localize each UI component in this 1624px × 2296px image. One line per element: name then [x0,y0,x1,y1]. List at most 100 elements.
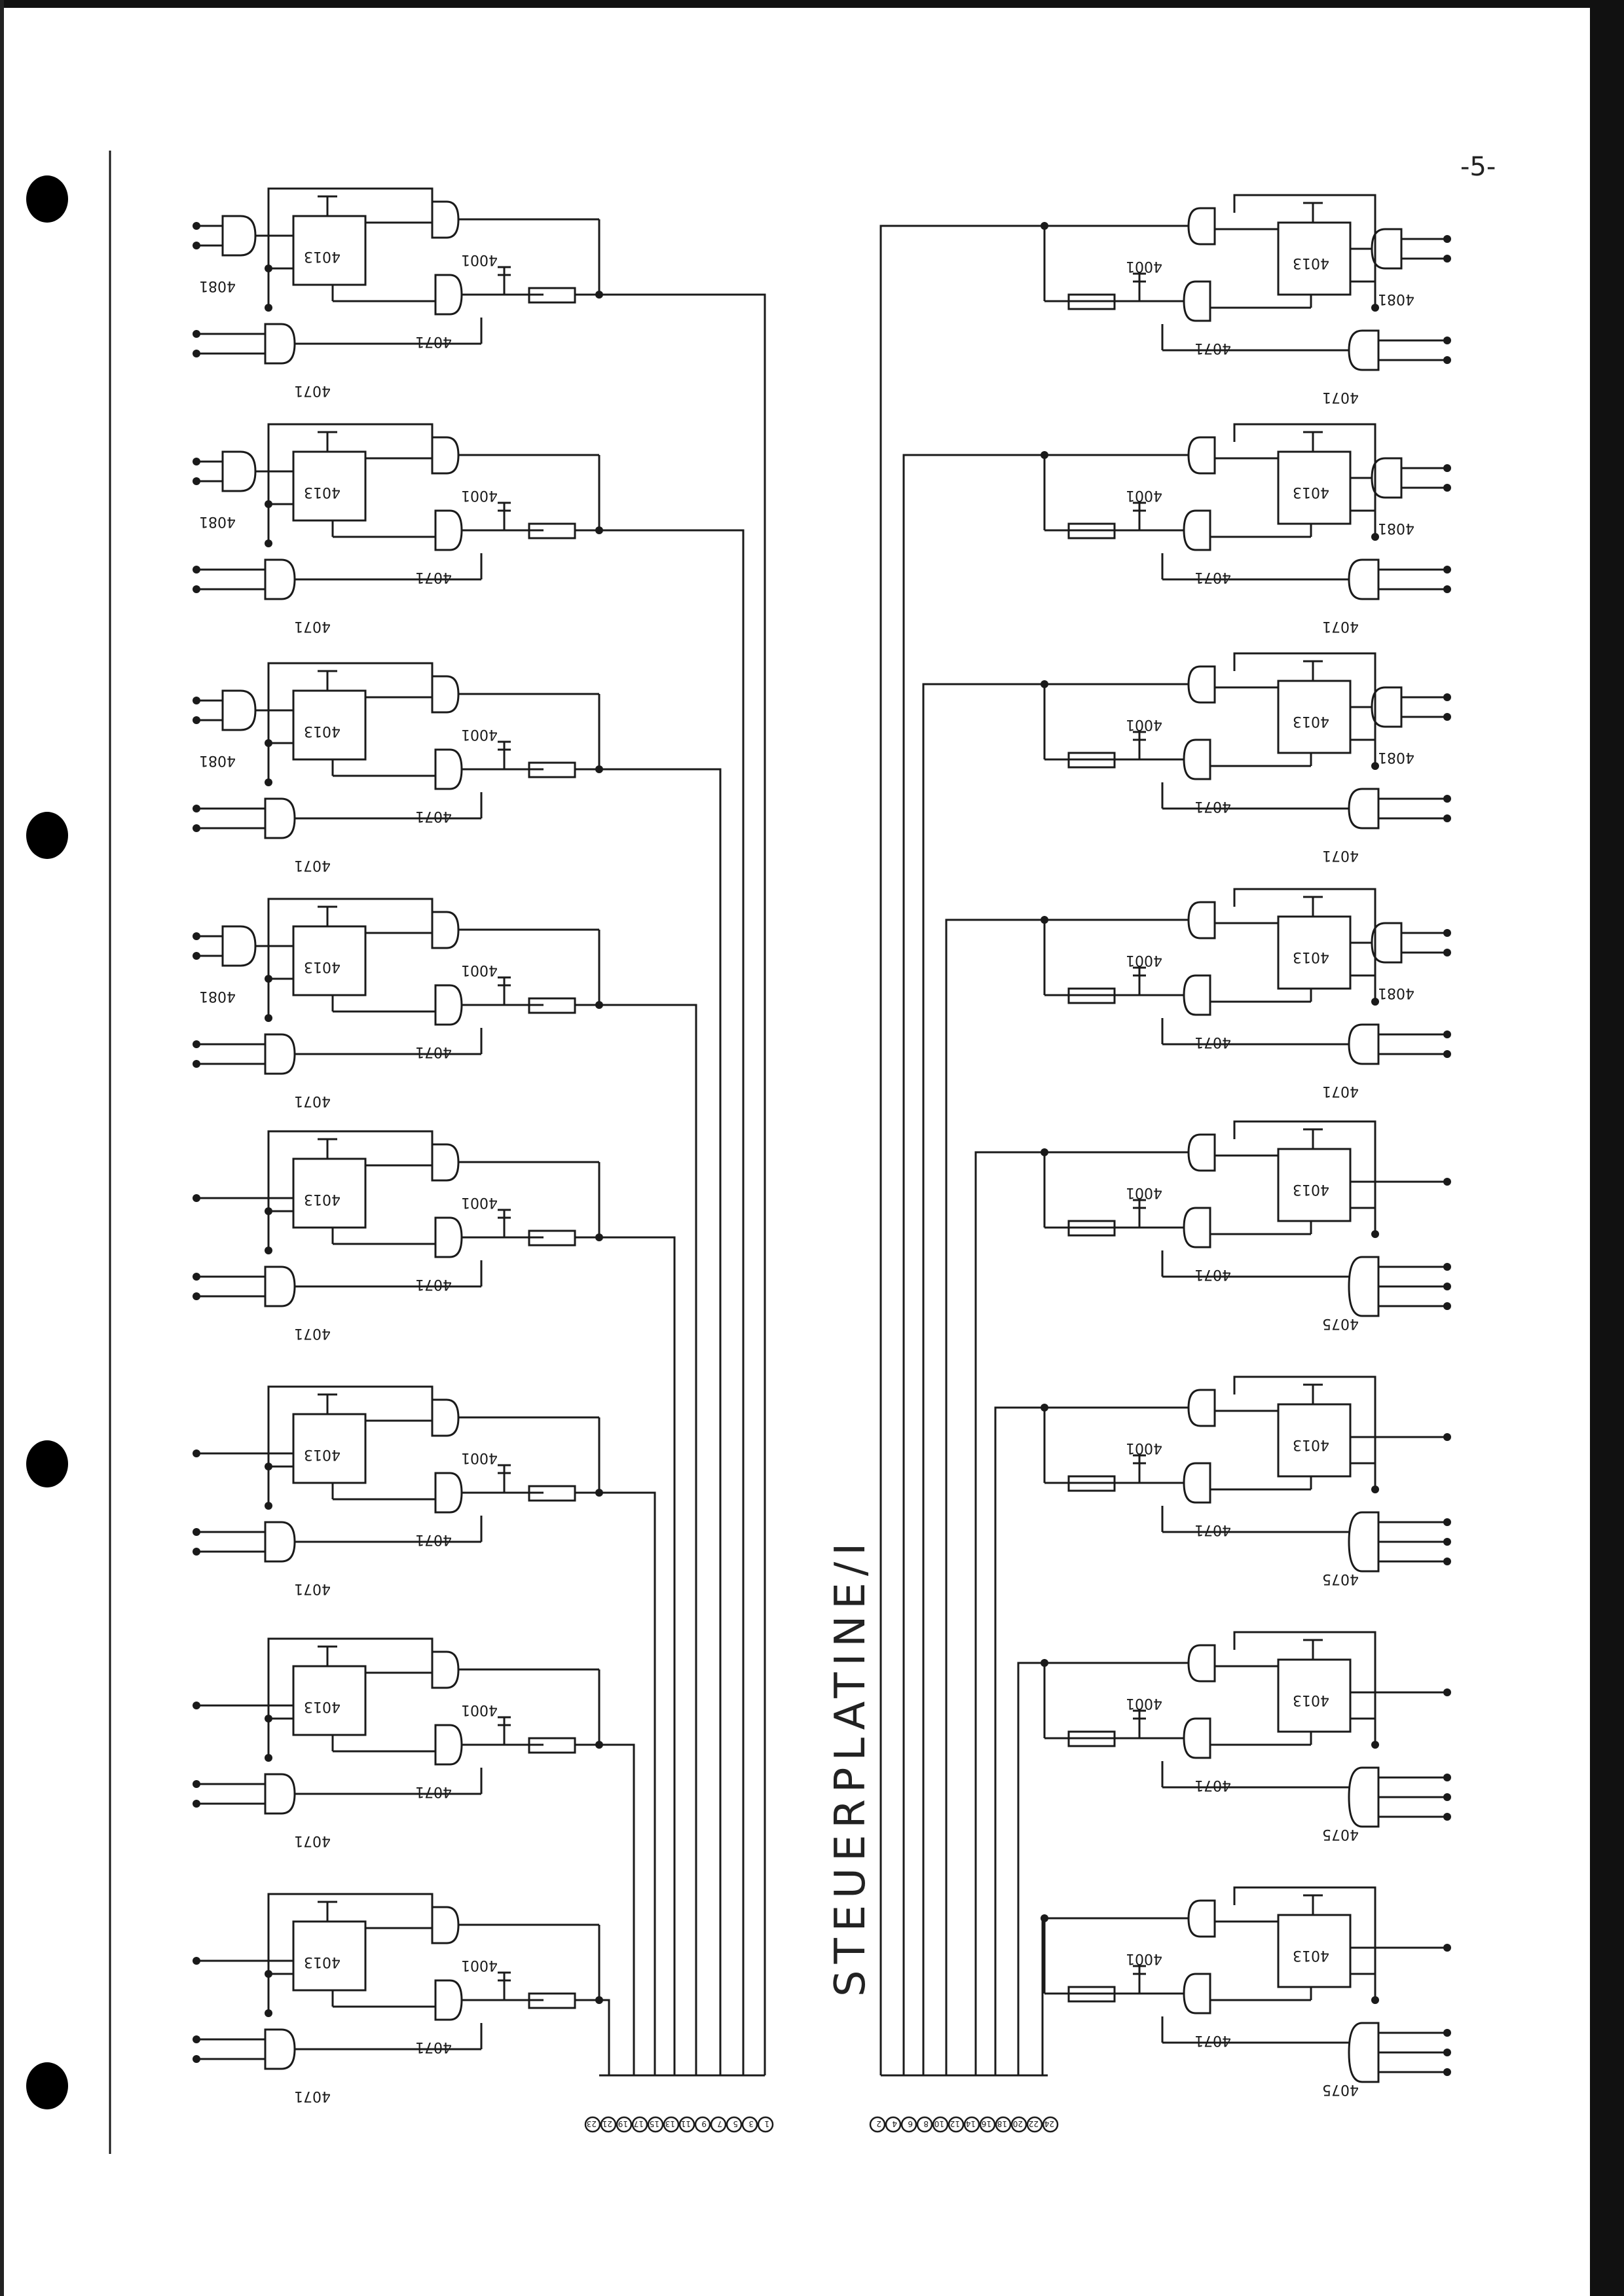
wire [267,187,434,272]
junction-dot [193,716,200,724]
chip-number: 4001 [461,962,498,978]
punch-hole-4 [26,2062,68,2109]
nor-gate [1187,207,1216,246]
and-gate [434,1724,463,1766]
junction-dot [193,932,200,940]
wire [945,919,1044,2075]
terminal-left-13: 13 [663,2116,680,2133]
terminal-number: 23 [587,2119,597,2128]
chip-number: 4013 [1293,1436,1329,1453]
chip-number: 4081 [199,513,236,530]
input-gate [264,558,296,600]
nor-gate [431,200,460,239]
chip-number: 4001 [461,1194,498,1211]
terminal-number: 1 [764,2119,769,2128]
chip-number: 4071 [1322,389,1359,405]
wire [974,1151,1044,2075]
junction-dot [193,1800,200,1808]
junction-dot [265,1502,272,1510]
chip-number: 4071 [1194,1777,1231,1793]
nor-gate [1187,1389,1216,1427]
terminal-circle [663,2116,680,2133]
junction-dot [265,1754,272,1762]
flipflop-box [1277,1403,1352,1478]
junction-dot [193,566,200,574]
chip-number: 4071 [294,1093,331,1109]
chip-number: 4071 [294,857,331,873]
or-gate [1371,228,1403,270]
wire [1233,1631,1376,1722]
terminal-right-16: 16 [979,2116,996,2133]
nor-gate [1187,1644,1216,1683]
wire [599,1999,610,2075]
wire [1233,652,1376,743]
junction-dot [1371,998,1379,1006]
terminal-left-9: 9 [694,2116,711,2133]
junction-dot [1443,2029,1451,2037]
input-gate [1348,2022,1380,2083]
terminal-circle [995,2116,1012,2133]
junction-dot [1443,2049,1451,2056]
and-gate [434,1472,463,1514]
terminal-circle [647,2116,664,2133]
terminal-left-17: 17 [631,2116,648,2133]
junction-dot [1443,566,1451,574]
terminal-right-4: 4 [885,2116,902,2133]
terminal-number: 13 [665,2119,675,2128]
and-gate [434,1216,463,1258]
chip-number: 4013 [304,484,341,500]
wire [1017,1662,1044,2075]
terminal-number: 12 [950,2119,960,2128]
junction-dot [1443,1944,1451,1952]
flipflop-box [292,1665,367,1736]
junction-dot [1443,1433,1451,1441]
wire [1041,1917,1044,2075]
chip-number: 4071 [415,808,452,824]
junction-dot [1443,1302,1451,1310]
chip-number: 4001 [1126,1695,1162,1711]
resistor [1067,1730,1116,1747]
junction-dot [1443,1518,1451,1526]
chip-number: 4001 [461,487,498,503]
punch-hole-3 [26,1440,68,1487]
terminal-circle [757,2116,774,2133]
wire [599,529,745,2075]
terminal-right-12: 12 [948,2116,965,2133]
junction-dot [193,1780,200,1788]
chip-number: 4071 [294,1325,331,1341]
junction-dot [1443,929,1451,937]
resistor [1067,987,1116,1004]
flipflop-box [1277,680,1352,754]
chip-number: 4071 [1194,2032,1231,2049]
junction-dot [1443,1558,1451,1565]
chip-number: 4001 [1126,487,1162,503]
terminal-left-5: 5 [726,2116,743,2133]
chip-number: 4071 [294,382,331,399]
flipflop-box [292,450,367,522]
junction-dot [193,1702,200,1709]
terminal-circle [616,2116,633,2133]
chip-number: 4001 [461,726,498,742]
wire [599,293,766,2075]
or-gate [1371,686,1403,728]
and-gate [1183,280,1211,322]
junction-dot [1443,484,1451,492]
terminal-circle [1042,2116,1059,2133]
junction-dot [193,1040,200,1048]
flipflop-box [1277,915,1352,990]
chip-number: 4013 [1293,949,1329,965]
junction-dot [193,805,200,812]
chip-number: 4071 [1194,1034,1231,1050]
terminal-number: 5 [733,2119,738,2128]
terminal-number: 6 [908,2119,913,2128]
flipflop-box [292,215,367,286]
junction-dot [193,458,200,465]
chip-number: 4081 [199,752,236,769]
